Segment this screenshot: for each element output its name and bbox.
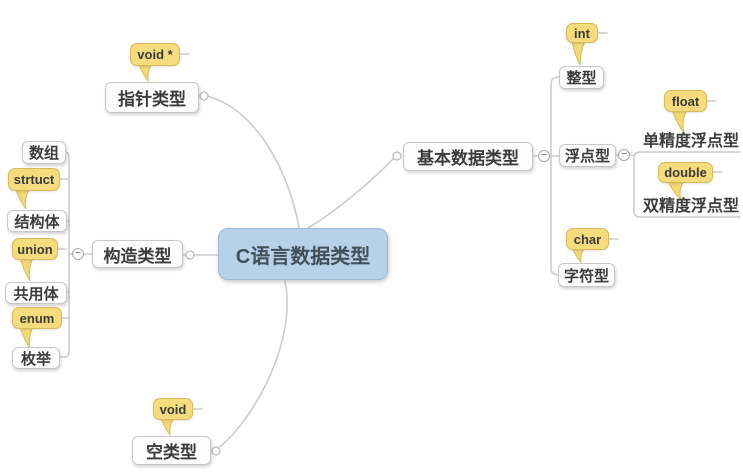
callout-tail-char — [572, 247, 587, 264]
callout-int[interactable]: int — [566, 23, 598, 43]
callout-enum[interactable]: enum — [12, 307, 62, 329]
callout-tail-void — [160, 417, 175, 437]
connector-root-basic — [307, 157, 395, 229]
node-union[interactable]: 共用体 — [5, 282, 67, 304]
node-construct-type[interactable]: 构造类型 — [92, 240, 183, 268]
node-double-precision[interactable]: 双精度浮点型 — [642, 198, 739, 215]
node-void-type[interactable]: 空类型 — [132, 436, 211, 465]
callout-tail-double — [667, 180, 685, 201]
expander-dot-pointer[interactable] — [199, 91, 209, 101]
callout-void[interactable]: void — [153, 398, 193, 420]
node-pointer-type[interactable]: 指针类型 — [105, 82, 199, 113]
callout-tail-union — [19, 257, 34, 282]
node-char-type[interactable]: 字符型 — [558, 263, 615, 287]
expander-dot-basic[interactable] — [392, 151, 402, 161]
collapse-button-basic[interactable]: − — [538, 150, 550, 162]
bracket-basic-children — [550, 76, 560, 276]
bracket-construct-children — [60, 151, 70, 358]
callout-double[interactable]: double — [658, 162, 713, 183]
node-basic-type[interactable]: 基本数据类型 — [403, 142, 533, 171]
callout-tail-voidstar — [138, 63, 153, 83]
callout-union[interactable]: union — [12, 238, 58, 260]
connector-root-pointer — [206, 95, 300, 228]
collapse-button-float[interactable]: − — [618, 149, 630, 161]
collapse-button-construct[interactable]: − — [72, 248, 84, 260]
root-node[interactable]: C语言数据类型 — [218, 228, 388, 280]
node-enum[interactable]: 枚举 — [12, 347, 60, 369]
callout-voidstar[interactable]: void * — [130, 43, 180, 66]
node-integer[interactable]: 整型 — [559, 66, 604, 89]
callout-tail-strtuct — [15, 189, 30, 210]
bracket-float-children — [633, 151, 741, 218]
expander-dot-construct[interactable] — [185, 250, 195, 260]
connector-root-void — [219, 280, 288, 448]
callout-float[interactable]: float — [664, 90, 707, 112]
node-array[interactable]: 数组 — [22, 141, 66, 164]
node-single-precision[interactable]: 单精度浮点型 — [642, 133, 739, 150]
callout-strtuct[interactable]: strtuct — [8, 168, 60, 191]
callout-tail-int — [571, 40, 586, 66]
callout-tail-enum — [19, 326, 34, 350]
expander-dot-void[interactable] — [211, 446, 221, 456]
node-float-type[interactable]: 浮点型 — [559, 144, 616, 167]
callout-char[interactable]: char — [566, 228, 609, 250]
callout-tail-float — [671, 109, 688, 134]
node-struct[interactable]: 结构体 — [7, 210, 67, 232]
